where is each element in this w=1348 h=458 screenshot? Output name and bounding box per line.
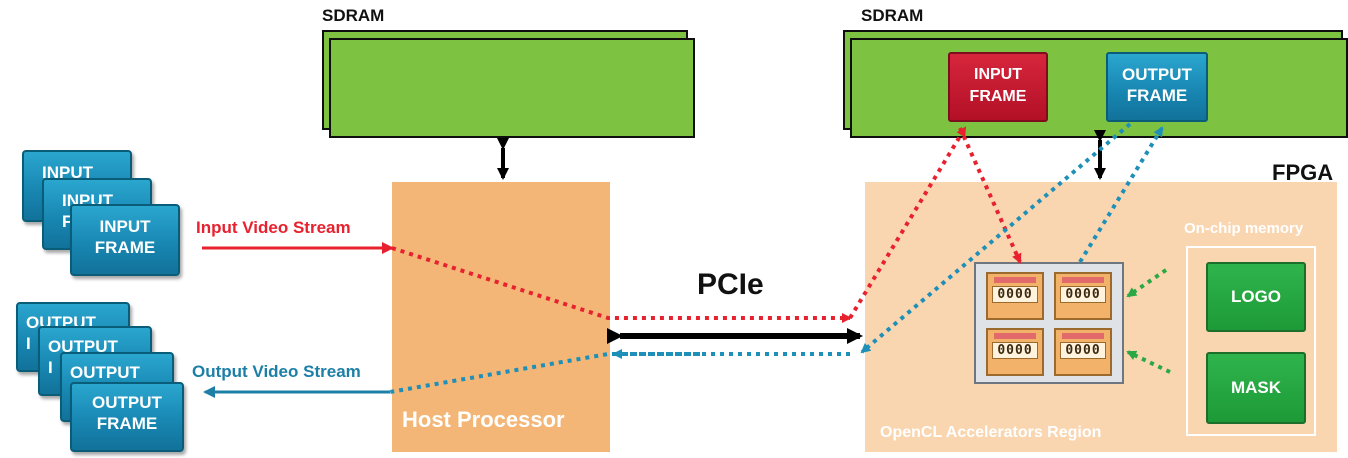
kernel-digits: 0000 — [1060, 286, 1106, 303]
fpga-label: FPGA — [1272, 160, 1334, 185]
kernel-block: 0000 — [1054, 272, 1112, 320]
input-to-sdram-path — [848, 126, 967, 320]
mask-memory-label: MASK — [1230, 378, 1282, 397]
frame-line2: I — [48, 358, 53, 377]
sdram-input-frame-line2: FRAME — [969, 88, 1027, 105]
sdram-input-frame-line1: INPUT — [974, 66, 1022, 83]
kernel-digits: 0000 — [992, 342, 1038, 359]
frame-line1: OUTPUT — [70, 363, 140, 382]
sdram-to-kernel-path — [958, 127, 1022, 264]
host-sdram-label: SDRAM — [322, 6, 385, 25]
sdram-to-pcie-path — [860, 122, 1132, 354]
logo-memory: LOGO — [1206, 262, 1306, 332]
input-frame-card: INPUT FRAME — [70, 204, 180, 276]
kernel-block: 0000 — [986, 328, 1044, 376]
input-data-path — [391, 246, 852, 323]
output-frame-card: OUTPUT FRAME — [70, 382, 184, 452]
mask-memory: MASK — [1206, 352, 1306, 424]
input-stream-label: Input Video Stream — [196, 218, 351, 237]
frame-line1: INPUT — [99, 217, 151, 236]
accelerator-chip: 0000 0000 0000 0000 — [974, 262, 1124, 384]
logo-memory-label: LOGO — [1230, 287, 1282, 306]
frame-line1: OUTPUT — [92, 393, 162, 412]
logo-to-kernel-path — [1126, 268, 1168, 298]
output-stream-label: Output Video Stream — [192, 362, 361, 381]
sdram-input-frame: INPUT FRAME — [948, 52, 1048, 122]
sdram-output-frame-line1: OUTPUT — [1122, 65, 1192, 84]
onchip-memory-label: On-chip memory — [1184, 220, 1304, 237]
frame-line2: FRAME — [94, 238, 156, 257]
kernel-digits: 0000 — [1060, 342, 1106, 359]
frame-line2: F — [62, 212, 73, 231]
host-processor-block: Host Processor — [392, 182, 610, 452]
onchip-memory-box — [1186, 246, 1316, 436]
kernel-block: 0000 — [1054, 328, 1112, 376]
opencl-region-label: OpenCL Accelerators Region — [880, 424, 1102, 441]
pcie-label: PCIe — [697, 268, 764, 301]
sdram-output-frame-line2: FRAME — [1126, 86, 1188, 105]
fpga-sdram-label: SDRAM — [861, 6, 924, 25]
mask-to-kernel-path — [1126, 350, 1171, 374]
frame-line1: INPUT — [42, 163, 93, 182]
host-processor-label: Host Processor — [402, 407, 565, 432]
output-data-path — [389, 352, 850, 394]
sdram-output-frame: OUTPUT FRAME — [1106, 52, 1208, 122]
kernel-digits: 0000 — [992, 286, 1038, 303]
kernel-to-sdram-path — [1078, 126, 1164, 264]
frame-line2: FRAME — [96, 414, 158, 433]
frame-line2: I — [26, 334, 31, 353]
frame-line1: OUTPUT — [48, 337, 118, 356]
kernel-block: 0000 — [986, 272, 1044, 320]
